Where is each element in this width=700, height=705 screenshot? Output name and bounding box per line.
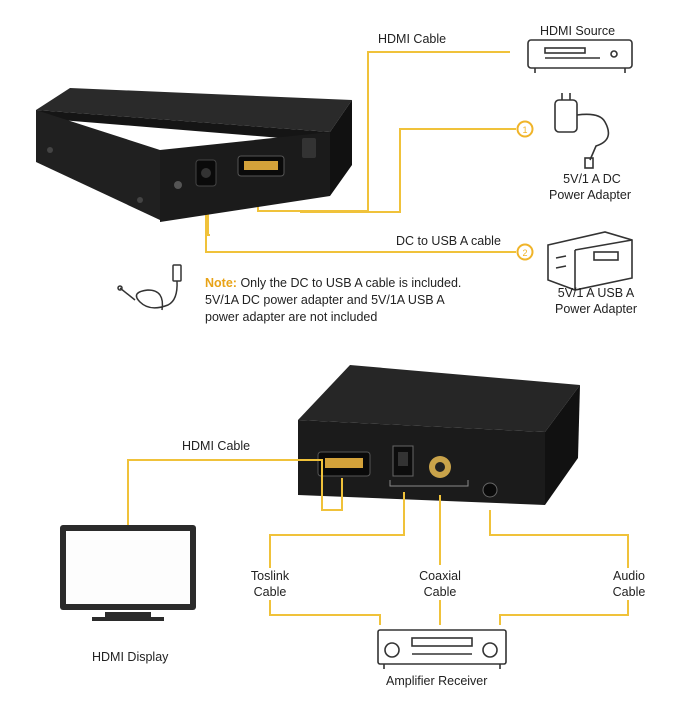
dc-adapter-line [207,205,210,236]
note-line-2: 5V/1A DC power adapter and 5V/1A USB A [205,293,445,307]
dc-adapter-label-1: 5V/1 A DC [563,172,621,186]
dc-adapter-label-2: Power Adapter [549,188,631,202]
hdmi-source-icon [527,39,633,73]
coaxial-label-1: Coaxial [419,569,461,583]
note-text: Note: Only the DC to USB A cable is incl… [205,275,505,326]
dc-usb-cable-icon [117,264,182,311]
usb-adapter-label-2: Power Adapter [555,302,637,316]
toslink-label-1: Toslink [250,569,290,583]
toslink-label-2: Cable [253,585,287,599]
bottom-connection-lines [127,459,629,625]
bottom-extractor-device [298,365,580,505]
amplifier-receiver-label: Amplifier Receiver [386,674,488,688]
note-keyword: Note: [205,276,237,290]
top-extractor-device [36,88,352,222]
dc-line [300,128,516,213]
toslink-line [269,492,405,568]
hdmi-cable-bottom-label: HDMI Cable [182,439,251,453]
svg-text:2: 2 [522,248,527,258]
usb-cable-line [205,200,516,253]
audio-line [489,510,629,568]
hdmi-output-line [127,459,343,525]
usb-adapter-icon [547,231,633,291]
badge-2: 2 [516,243,534,261]
toslink-to-amp [269,600,381,625]
audio-label-1: Audio [613,569,645,583]
hdmi-display-label: HDMI Display [92,650,169,664]
hdmi-display-icon [60,525,196,621]
note-line-1: Only the DC to USB A cable is included. [240,276,462,290]
usb-adapter-label-1: 5V/1 A USB A [557,286,635,300]
coaxial-label-2: Cable [423,585,457,599]
dc-adapter-icon [554,93,610,169]
svg-text:1: 1 [522,125,527,135]
audio-to-amp [499,600,629,625]
audio-label-2: Cable [612,585,646,599]
dc-to-usb-cable-label: DC to USB A cable [396,234,501,248]
hdmi-source-label: HDMI Source [540,24,616,38]
hdmi-cable-top-label: HDMI Cable [378,32,447,46]
badge-1: 1 [516,120,534,138]
note-line-3: power adapter are not included [205,310,378,324]
amplifier-receiver-icon [377,629,507,669]
